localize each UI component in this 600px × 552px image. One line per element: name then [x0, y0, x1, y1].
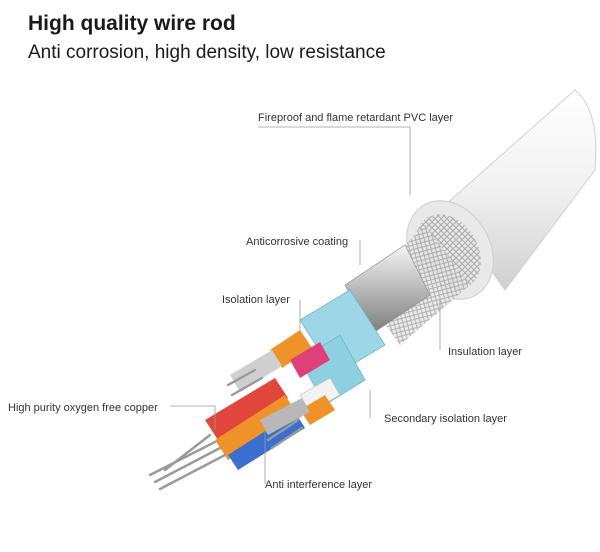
- label-insulation-layer: Insulation layer: [448, 346, 522, 358]
- label-isolation-layer: Isolation layer: [222, 294, 290, 306]
- label-anti-interference: Anti interference layer: [265, 479, 372, 491]
- inner-wires: [205, 330, 341, 470]
- leader-lines: [170, 126, 441, 484]
- page-subtitle: Anti corrosion, high density, low resist…: [28, 42, 386, 63]
- copper-strands: [148, 368, 304, 491]
- label-anticorrosive-coating: Anticorrosive coating: [246, 236, 349, 248]
- label-copper: High purity oxygen free copper: [8, 402, 158, 414]
- page-title: High quality wire rod: [28, 12, 236, 35]
- label-secondary-isolation: Secondary isolation layer: [384, 413, 507, 425]
- label-pvc-layer: Fireproof and flame retardant PVC layer: [258, 112, 454, 124]
